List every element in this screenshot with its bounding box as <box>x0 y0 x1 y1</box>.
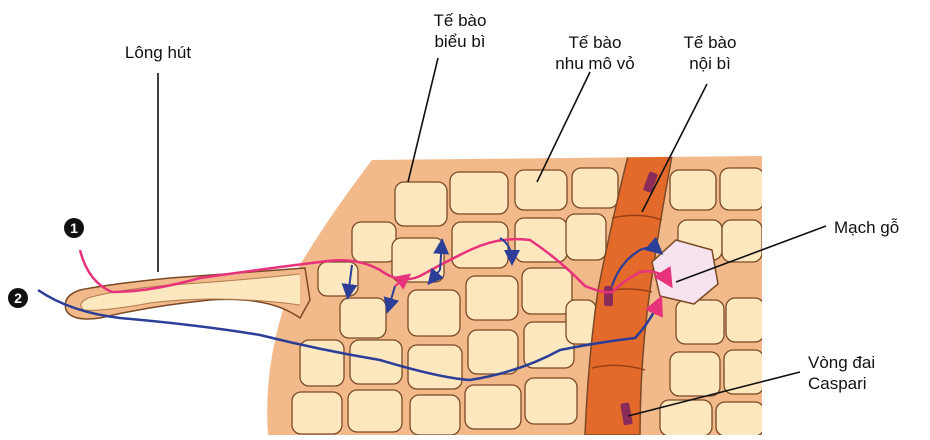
cortex-cell <box>408 345 462 389</box>
cortex-cell <box>522 268 572 314</box>
stele-cell <box>676 300 724 344</box>
cortex-cell <box>572 168 618 208</box>
stele-cell <box>722 220 762 262</box>
cortex-label-line2: nhu mô vỏ <box>535 53 655 74</box>
cortex-cell <box>468 330 518 374</box>
casparian-strip <box>604 286 613 306</box>
cortex-cell <box>292 392 342 434</box>
stele-cell <box>726 298 764 342</box>
cortex-cell <box>450 172 508 214</box>
cortex-cell <box>395 182 447 226</box>
casparian-label-line1: Vòng đai <box>808 352 875 373</box>
stele-cell <box>670 170 716 210</box>
cortex-cell <box>410 395 460 435</box>
endodermis-label-line2: nội bì <box>660 53 760 74</box>
cortex-cell <box>525 378 577 424</box>
epidermis-label-line2: biểu bì <box>405 31 515 52</box>
cortex-label-line1: Tế bào <box>535 32 655 53</box>
casparian-label: Vòng đai Caspari <box>808 352 875 394</box>
stele-cell <box>716 402 764 435</box>
cortex-cell <box>515 170 567 210</box>
stele-cell <box>720 168 764 210</box>
casparian-label-line2: Caspari <box>808 373 875 394</box>
cortex-label: Tế bào nhu mô vỏ <box>535 32 655 74</box>
stele-cell <box>724 350 764 394</box>
endodermis-label-line1: Tế bào <box>660 32 760 53</box>
epidermis-label-line1: Tế bào <box>405 10 515 31</box>
xylem-label: Mạch gỗ <box>834 217 899 238</box>
path-2-marker: 2 <box>8 288 28 308</box>
cortex-cell <box>340 298 386 338</box>
stele-cell <box>670 352 720 396</box>
path-1-marker: 1 <box>64 218 84 238</box>
root-hair-label: Lông hút <box>108 42 208 63</box>
cortex-cell <box>408 290 460 336</box>
cortex-cell <box>352 222 396 262</box>
cortex-cell <box>348 390 402 432</box>
tissue-block <box>260 150 770 435</box>
epidermis-label: Tế bào biểu bì <box>405 10 515 52</box>
cortex-cell <box>566 214 606 260</box>
cortex-cell <box>466 276 518 320</box>
cortex-cell <box>465 385 521 429</box>
endodermis-label: Tế bào nội bì <box>660 32 760 74</box>
cortex-cell <box>350 340 402 384</box>
